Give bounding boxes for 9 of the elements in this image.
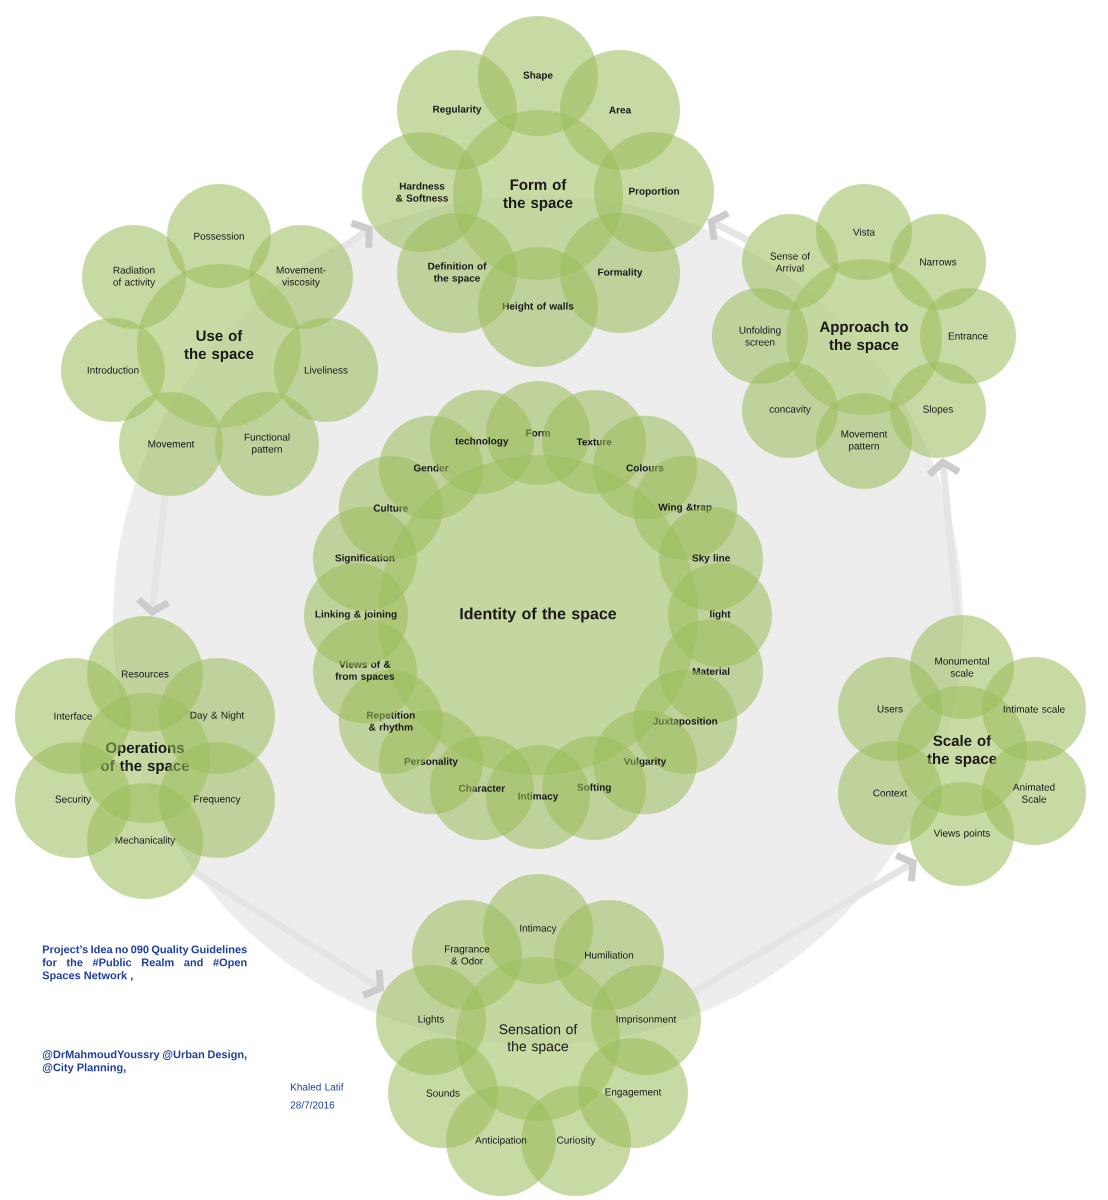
direction-arrow (192, 868, 385, 999)
note-text: 28/7/2016 (290, 1101, 335, 1109)
direction-arrow (341, 219, 373, 250)
direction-arrow (926, 458, 961, 616)
note-text: @DrMahmoudYoussry @Urban Design, @City Planning, (42, 1050, 247, 1074)
note-text: Project’s Idea no 090 Quality Guidelines for the #Public Realm and #Open Spaces Network , (42, 945, 247, 982)
direction-arrow (136, 495, 170, 617)
direction-arrow (691, 852, 917, 996)
note-text: Khaled Latif (291, 1083, 344, 1091)
